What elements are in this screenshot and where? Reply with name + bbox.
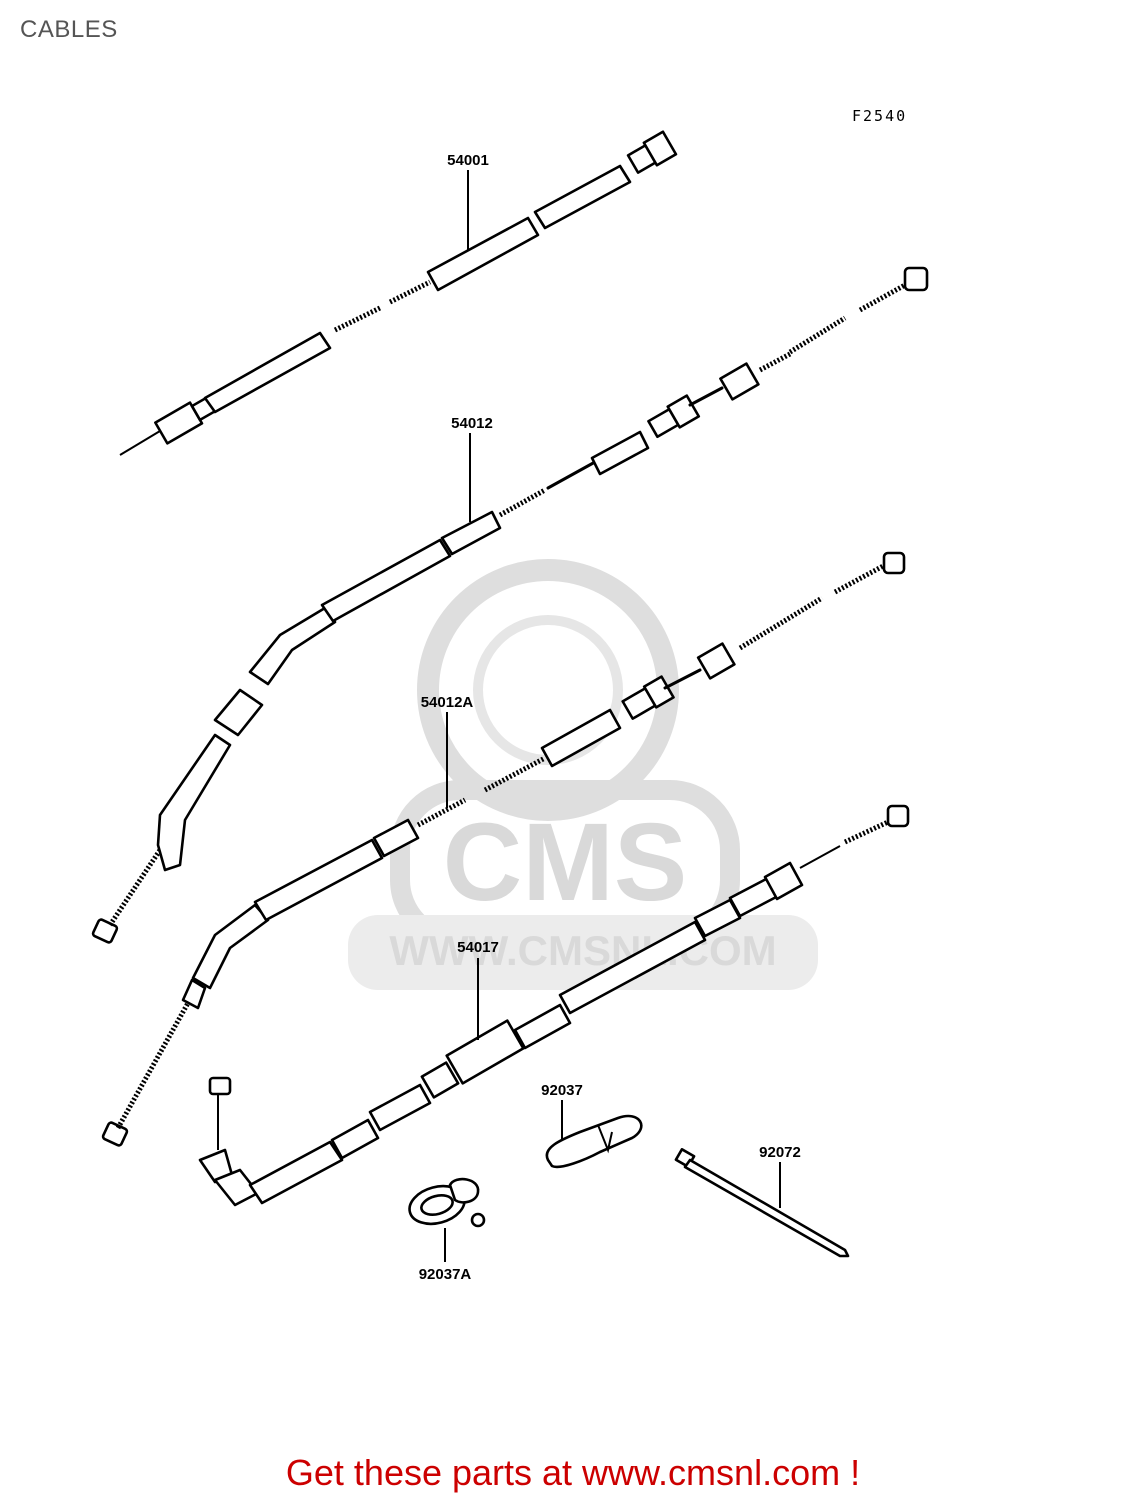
watermark-brand: CMS <box>443 801 687 924</box>
part-label-54012a: 54012A <box>421 694 474 711</box>
cta-link[interactable]: Get these parts at www.cmsnl.com ! <box>285 1452 861 1493</box>
parts-diagram: CMS WWW.CMSNL.COM F2540 54001 <box>91 107 929 1283</box>
watermark-url: WWW.CMSNL.COM <box>389 927 776 974</box>
part-label-92037a: 92037A <box>419 1266 472 1283</box>
throttle-cable-54012 <box>91 266 929 944</box>
grommet-92037a <box>408 1177 486 1228</box>
clamp-92037 <box>545 1114 643 1169</box>
page-title: CABLES <box>20 16 118 43</box>
part-label-92072: 92072 <box>759 1144 801 1161</box>
cmsnl-watermark: CMS WWW.CMSNL.COM <box>348 559 818 990</box>
part-label-54017: 54017 <box>457 939 499 956</box>
cable-tie-92072 <box>674 1148 850 1258</box>
choke-cable-54017 <box>198 804 910 1207</box>
throttle-cable-54012a <box>101 551 906 1147</box>
part-label-54001: 54001 <box>447 152 489 169</box>
part-label-92037: 92037 <box>541 1082 583 1099</box>
part-label-54012: 54012 <box>451 415 493 432</box>
figure-code: F2540 <box>852 107 907 125</box>
speedometer-cable-54001 <box>119 130 678 456</box>
